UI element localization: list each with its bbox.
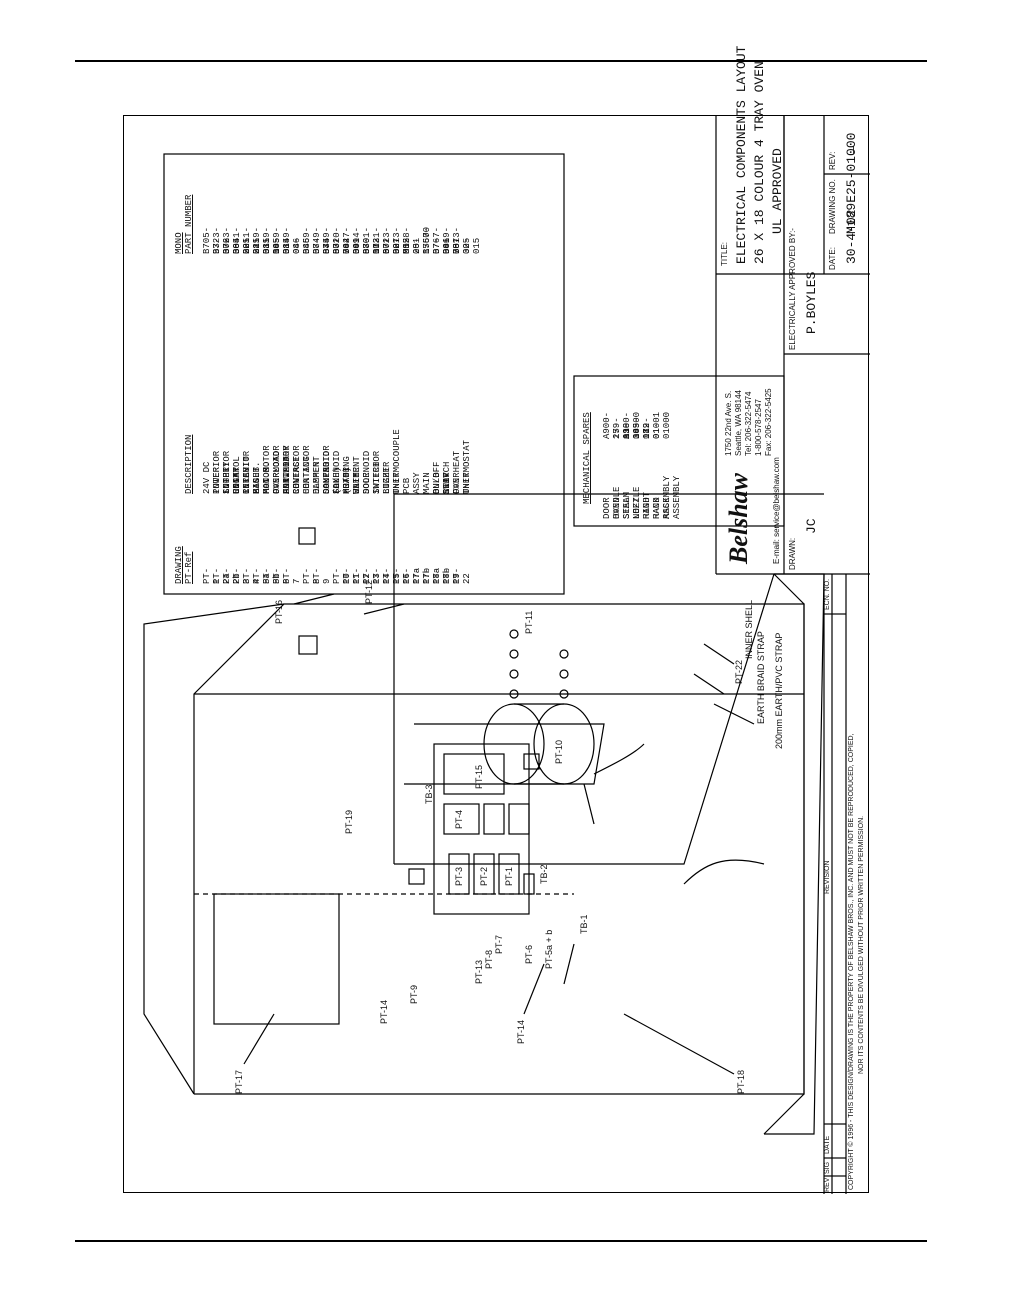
rotated-drawing: DRAWING PT-Ref DESCRIPTION MONO PART NUM…: [124, 46, 870, 1194]
company-address1: 1750 22nd Ave. S.: [724, 390, 733, 456]
parts-row-part: B873-30-015: [452, 226, 482, 254]
drawn-value: JC: [804, 518, 819, 534]
callout-pt19: PT-19: [344, 809, 354, 834]
approved-value: P.BOYLES: [804, 271, 819, 334]
callout-pt13: PT-13: [474, 959, 484, 984]
callout-pt14a: PT-14: [516, 1019, 526, 1044]
parts-header-ref2: PT-Ref: [184, 551, 194, 584]
callout-pt3: PT-3: [454, 866, 464, 886]
rev-col-rev: REV: [824, 1177, 831, 1192]
callout-inner-shell: INNER SHELL: [744, 599, 754, 659]
company-email: E-mail: service@belshaw.com: [772, 457, 781, 564]
rev-value: —: [846, 146, 861, 154]
parts-header-desc: DESCRIPTION: [184, 434, 194, 494]
parts-row-desc: PCB ASSY: [402, 472, 422, 494]
callout-earth-pvc: 200mm EARTH/PVC STRAP: [774, 632, 784, 749]
callout-pt9: PT-9: [409, 984, 419, 1004]
rev-col-date: DATE: [824, 1135, 831, 1154]
parts-row-desc: BUZZER: [382, 461, 392, 494]
callout-pt8: PT-8: [484, 949, 494, 969]
callout-pt18: PT-18: [736, 1069, 746, 1094]
callout-pt17: PT-17: [234, 1069, 244, 1094]
callout-tb2: TB-2: [539, 864, 549, 884]
parts-row-ref: PT-7: [282, 567, 302, 584]
callout-pt11: PT-11: [524, 610, 534, 634]
callout-pt5: PT-5a + b: [544, 929, 554, 969]
company-address2: Seattle, WA 98144: [734, 390, 743, 456]
company-tollfree: 1-800-578-2547: [754, 399, 763, 456]
parts-header-ref1: DRAWING: [174, 546, 184, 584]
parts-row-ref: PT-9: [312, 567, 332, 584]
callout-pt6: PT-6: [524, 944, 534, 964]
parts-row-desc: OVERHEAT THERMOSTAT: [452, 439, 472, 494]
spares-title: MECHANICAL SPARES: [582, 412, 592, 504]
callout-tb1: TB-1: [579, 914, 589, 934]
copyright-line2: NOR ITS CONTENTS BE DIVULGED WITHOUT PRI…: [858, 815, 865, 1074]
callout-pt16: PT-16: [274, 599, 284, 624]
callout-pt14b: PT-14: [379, 999, 389, 1024]
company-fax: Fax: 206-322-5425: [764, 388, 773, 456]
rev-col-revision: REVISION: [824, 860, 831, 894]
drawn-label: DRAWN:: [788, 537, 797, 570]
parts-row-ref: PT-22: [452, 567, 472, 584]
parts-header-part2: PART NUMBER: [184, 194, 194, 254]
company-logo: Belshaw: [724, 472, 753, 564]
callout-pt1: PT-1: [504, 866, 514, 886]
company-tel: Tel: 206-322-5474: [744, 391, 753, 457]
oven-line-art: [143, 116, 870, 1194]
rev-col-sig: SIG: [824, 1161, 831, 1174]
callout-pt4: PT-4: [454, 809, 464, 829]
rev-label: REV:: [828, 151, 837, 170]
callout-pt2: PT-2: [479, 866, 489, 886]
spares-row-desc: RIGHT HAND RACK ASSEMBLY: [642, 475, 682, 519]
title-line1: ELECTRICAL COMPONENTS LAYOUT: [734, 45, 749, 264]
callout-pt10: PT-10: [554, 739, 564, 764]
callout-earth-braid: EARTH BRAID STRAP: [756, 631, 766, 724]
callout-pt12: PT-12: [364, 579, 374, 604]
date-label: DATE:: [828, 247, 837, 270]
title-label: TITLE:: [720, 241, 729, 266]
callout-pt15: PT-15: [474, 764, 484, 789]
drawing-no-label: DRAWING NO.: [828, 179, 837, 234]
title-line3: UL APPROVED: [770, 148, 785, 234]
copyright-line1: COPYRIGHT © 1996 - THIS DESIGN/DRAWING I…: [848, 733, 855, 1190]
callout-tb3: TB-3: [424, 784, 434, 804]
rev-col-ecn: ECN. NO.: [824, 578, 831, 610]
callout-pt7: PT-7: [494, 934, 504, 954]
top-rule: [75, 60, 927, 62]
spares-row-part: 189-01-01000: [642, 411, 672, 439]
title-line2: 26 X 18 COLOUR 4 TRAY OVEN: [752, 61, 767, 264]
bottom-rule: [75, 1240, 927, 1242]
drawing-sheet: DRAWING PT-Ref DESCRIPTION MONO PART NUM…: [123, 46, 870, 1194]
callout-pt22: PT-22: [734, 659, 744, 684]
parts-header-part1: MONO: [174, 232, 184, 254]
approved-label: ELECTRICALLY APPROVED BY:-: [788, 228, 797, 350]
parts-row-desc: THERMOCOUPLE: [392, 429, 402, 494]
